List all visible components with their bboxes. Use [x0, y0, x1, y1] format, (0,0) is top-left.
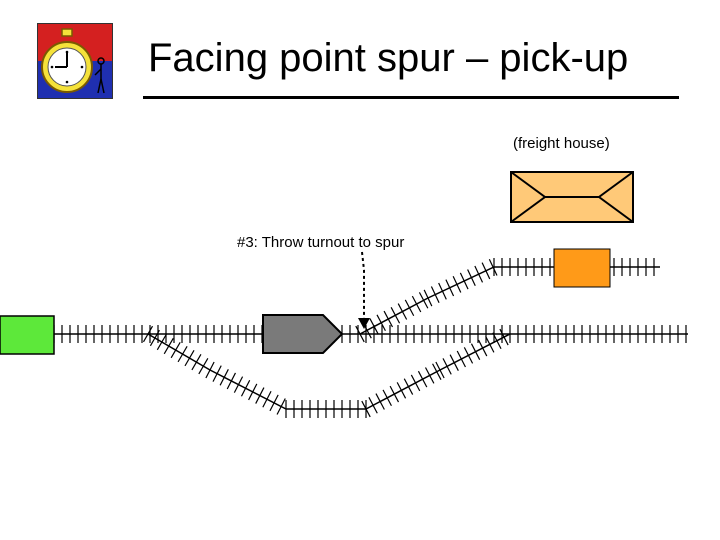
track-tie: [240, 379, 251, 397]
track-tie: [417, 370, 428, 388]
track-tie: [478, 339, 488, 357]
track-tie: [233, 376, 244, 393]
step-label: #3: Throw turnout to spur: [237, 234, 404, 251]
track-tie: [184, 350, 195, 367]
track-tie: [485, 336, 495, 353]
track-tie: [149, 329, 160, 347]
track-tie: [410, 374, 421, 392]
track-tie: [226, 372, 236, 390]
track-tie: [411, 295, 422, 313]
locomotive: [262, 314, 344, 354]
track-tie: [262, 390, 272, 408]
track-tie: [492, 332, 502, 350]
freight-car-left: [0, 315, 55, 355]
slide-title: Facing point spur – pick-up: [148, 36, 629, 80]
turnout-pointer-arrow: [358, 251, 370, 329]
freight-house-label: (freight house): [513, 135, 610, 152]
track-tie: [383, 310, 394, 328]
track-tie: [435, 361, 445, 379]
track-tie: [355, 325, 365, 343]
track-tie: [423, 289, 433, 307]
lower-siding-track: [142, 325, 511, 418]
track-tie: [248, 383, 258, 401]
stopwatch-logo: [37, 23, 113, 99]
track-tie: [156, 333, 167, 351]
track-tie: [396, 382, 407, 399]
track-tie: [276, 398, 286, 415]
track-tie: [382, 389, 392, 407]
track-tie: [449, 354, 459, 371]
title-underline: [143, 96, 679, 99]
track-tie: [467, 269, 476, 286]
track-tie: [432, 363, 442, 380]
track-tie: [442, 358, 452, 375]
track-tie: [269, 394, 279, 412]
track-tie: [430, 286, 440, 304]
track-tie: [191, 354, 202, 371]
track-tie: [205, 361, 215, 379]
track-tie: [212, 365, 222, 382]
track-tie: [418, 292, 429, 309]
track-tie: [255, 387, 265, 404]
track-tie: [424, 367, 435, 384]
track-tie: [390, 307, 401, 324]
track-tie: [438, 282, 447, 300]
track-tie: [369, 318, 379, 335]
track-tie: [463, 347, 474, 364]
track-tie: [389, 385, 400, 403]
track-tie: [142, 325, 154, 343]
freight-car-spur: [553, 248, 611, 288]
stopwatch-icon: [41, 28, 93, 93]
track-tie: [452, 275, 462, 293]
track-tie: [445, 279, 455, 297]
track-tie: [163, 337, 174, 355]
track-tie: [488, 258, 498, 276]
freight-house: [510, 171, 634, 223]
figure-icon: [94, 57, 105, 94]
track-tie: [456, 350, 466, 368]
track-tie: [403, 378, 414, 395]
track-tie: [474, 265, 484, 283]
track-tie: [368, 397, 378, 414]
track-tie: [177, 346, 188, 363]
track-tie: [470, 343, 481, 360]
track-tie: [219, 369, 229, 386]
track-tie: [376, 314, 386, 332]
track-tie: [198, 358, 209, 375]
track-tie: [499, 328, 509, 346]
track-tie: [361, 400, 371, 418]
track-tie: [375, 393, 385, 410]
track-tie: [397, 303, 408, 320]
track-tie: [170, 341, 181, 359]
track-tie: [481, 262, 491, 280]
track-tie: [404, 299, 415, 317]
track-tie: [459, 272, 469, 290]
